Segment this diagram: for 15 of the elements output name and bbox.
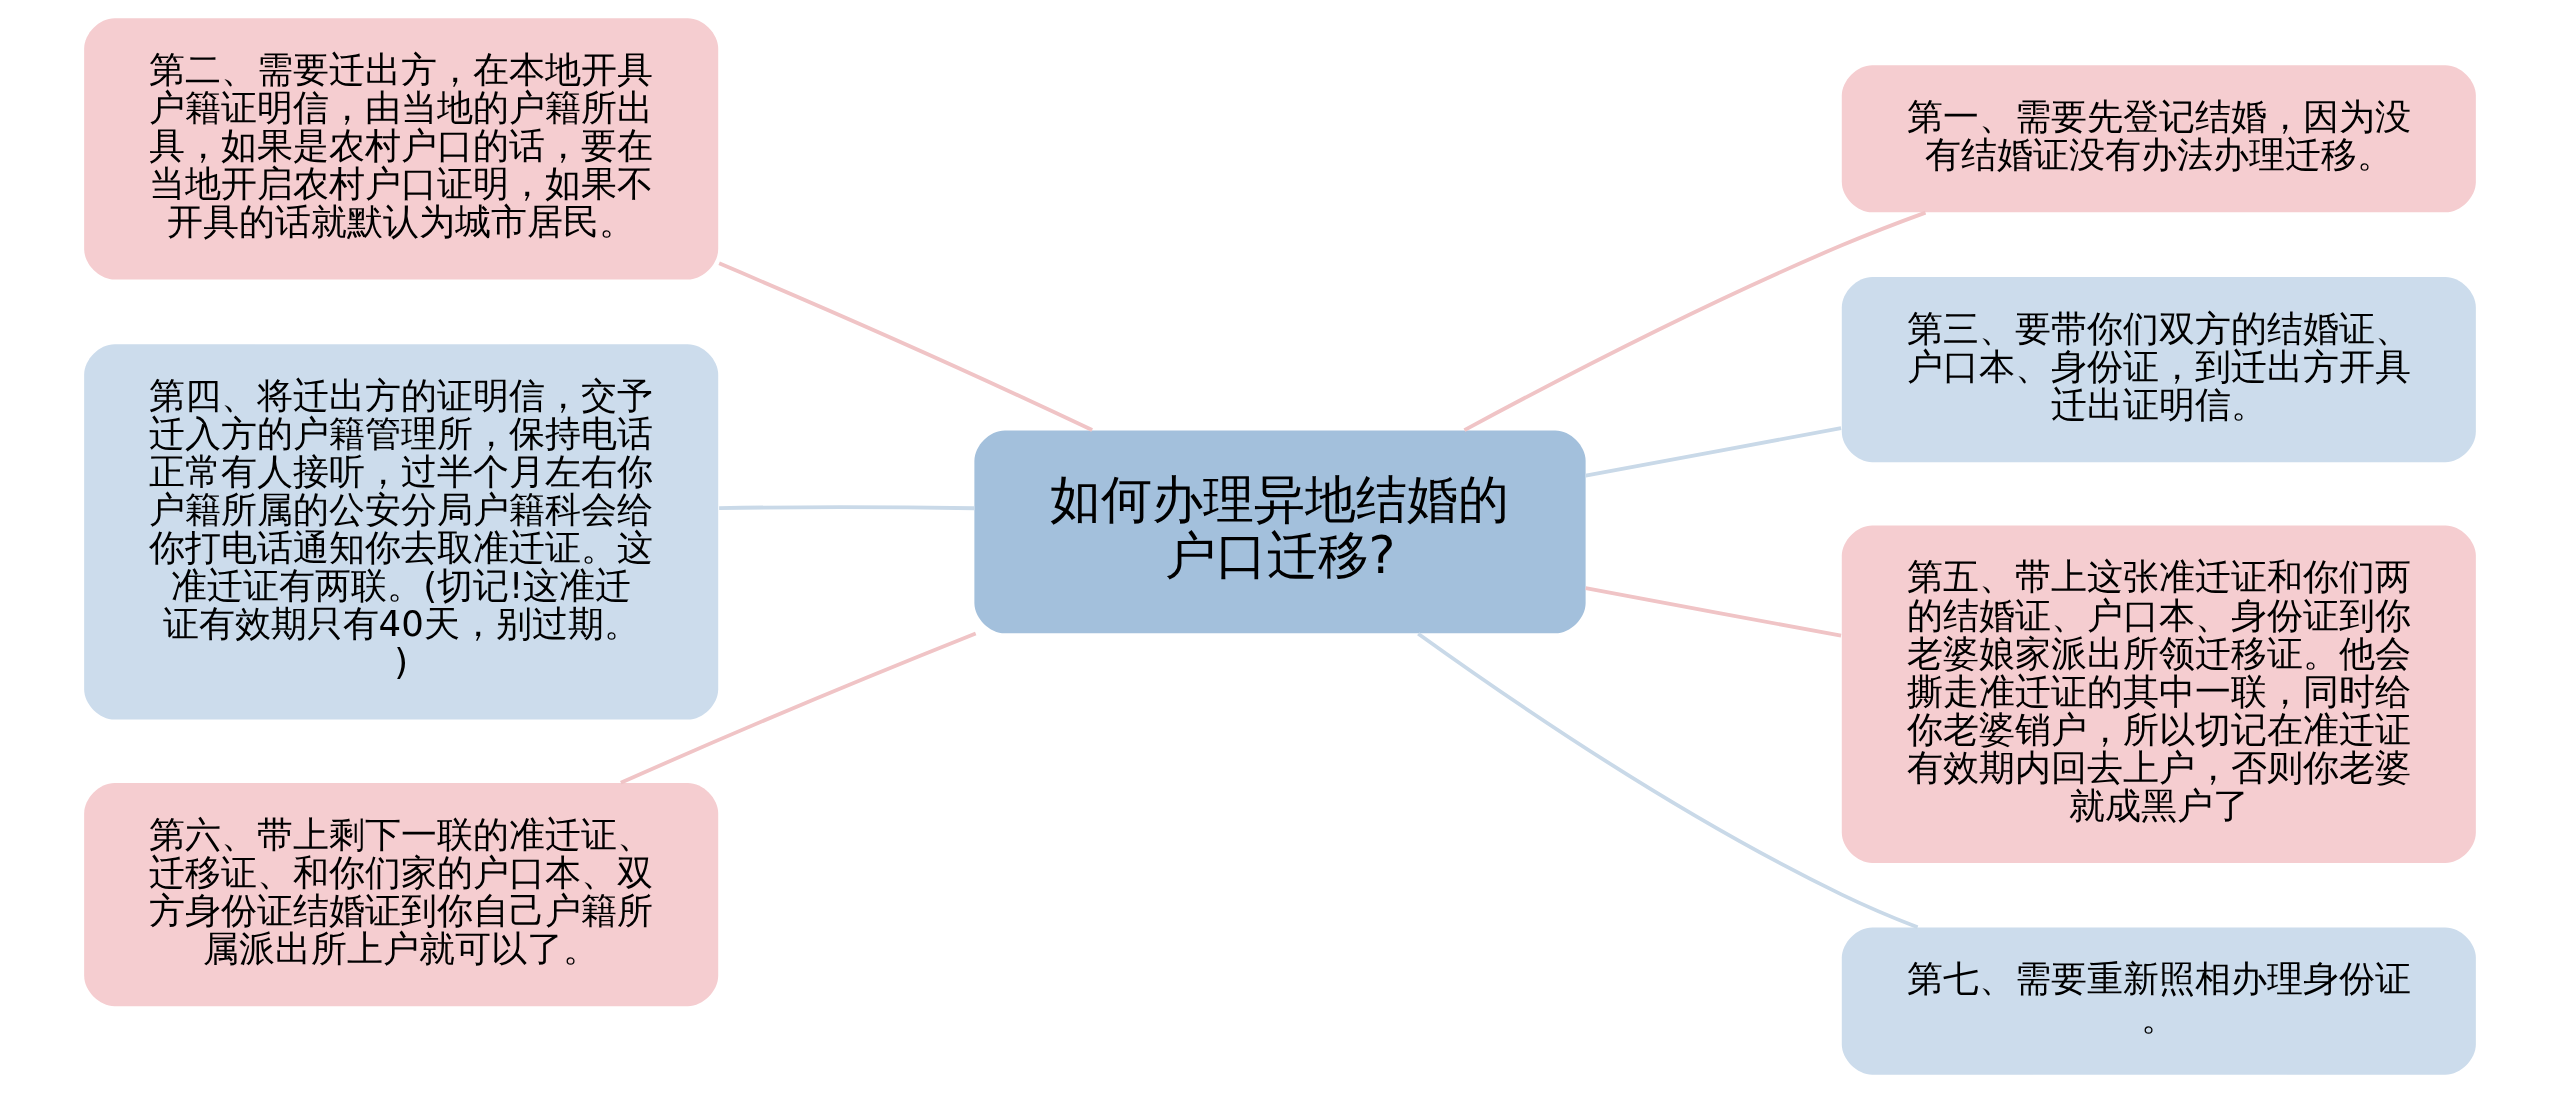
connector xyxy=(719,505,975,511)
node-box: 第六、带上剩下一联的准迁证、迁移证、和你们家的户口本、双方身份证结婚证到你自己户籍所属派出所上户就可以了。 xyxy=(84,783,719,1007)
connector xyxy=(1417,632,1919,930)
node-box: 第四、将迁出方的证明信，交予迁入方的户籍管理所，保持电话正常有人接听，过半个月左右你户籍所属的公安分局户籍科会给你打电话通知你去取准迁证。这准迁证有两联。(切记!这准迁证有效期只有40天，别过期。) xyxy=(84,344,719,720)
node-box: 如何办理异地结婚的户口迁移? xyxy=(974,430,1586,634)
connector xyxy=(1585,426,1842,478)
node-box: 第三、要带你们双方的结婚证、户口本、身份证，到迁出方开具迁出证明信。 xyxy=(1841,277,2476,463)
node-box: 第七、需要重新照相办理身份证。 xyxy=(1841,927,2476,1075)
connector xyxy=(620,631,977,785)
connector xyxy=(1585,586,1842,638)
node-box: 第一、需要先登记结婚，因为没有结婚证没有办法办理迁移。 xyxy=(1841,65,2476,213)
node-box: 第五、带上这张准迁证和你们两的结婚证、户口本、身份证到你老婆娘家派出所领迁移证。他会撕走准迁证的其中一联，同时给你老婆销户，所以切记在准迁证有效期内回去上户，否则你老婆就成黑户了 xyxy=(1841,525,2476,863)
connector xyxy=(718,261,1093,432)
node-box: 第二、需要迁出方，在本地开具户籍证明信，由当地的户籍所出具，如果是农村户口的话，要在当地开启农村户口证明，如果不开具的话就默认为城市居民。 xyxy=(84,18,719,280)
connector xyxy=(1463,210,1927,432)
